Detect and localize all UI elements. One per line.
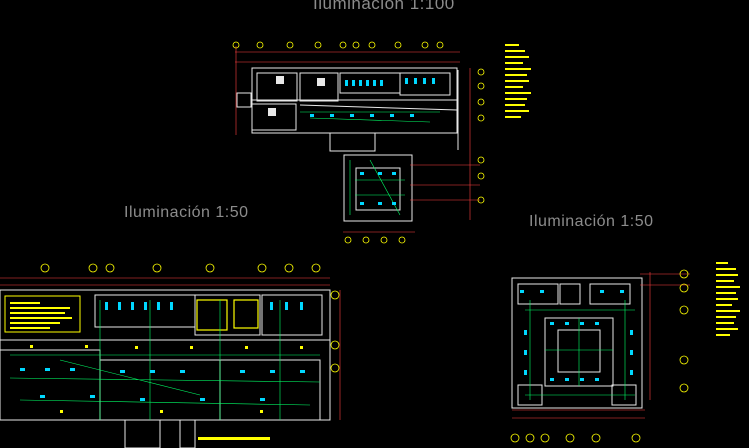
grid-bubbles-right <box>510 269 689 443</box>
dimension-lines-right <box>512 272 690 419</box>
grid-bubbles-left <box>40 263 340 373</box>
wiring-left <box>9 300 321 420</box>
highlighted-rooms <box>196 299 259 331</box>
dimension-lines-top <box>235 46 480 233</box>
lighting-floor-plan-1-50-right <box>510 262 740 443</box>
dimension-lines-left <box>0 277 341 420</box>
switch-symbols-left <box>30 345 303 413</box>
legend-notes-right <box>716 262 740 336</box>
plan-shading <box>268 76 325 116</box>
fixtures-right <box>520 290 633 381</box>
plan-title-1-100: Iluminación 1:100 <box>313 0 455 13</box>
plan-walls-right <box>511 277 643 409</box>
fixtures-top <box>310 78 435 205</box>
wiring-top <box>300 111 440 216</box>
lighting-floor-plan-1-100 <box>232 41 531 244</box>
plan-title-1-50-left: Iluminación 1:50 <box>124 204 249 221</box>
plan-walls <box>236 67 459 222</box>
plan-title-1-50-right: Iluminación 1:50 <box>529 213 654 230</box>
notes-box-text <box>10 302 72 329</box>
lighting-floor-plan-1-50-left <box>0 263 341 448</box>
plan-caption-left <box>198 437 270 440</box>
wiring-right <box>525 300 635 400</box>
legend-notes-top <box>505 44 531 118</box>
grid-bubbles-top <box>232 41 485 244</box>
notes-box <box>4 295 81 333</box>
fixtures-left <box>20 302 305 401</box>
